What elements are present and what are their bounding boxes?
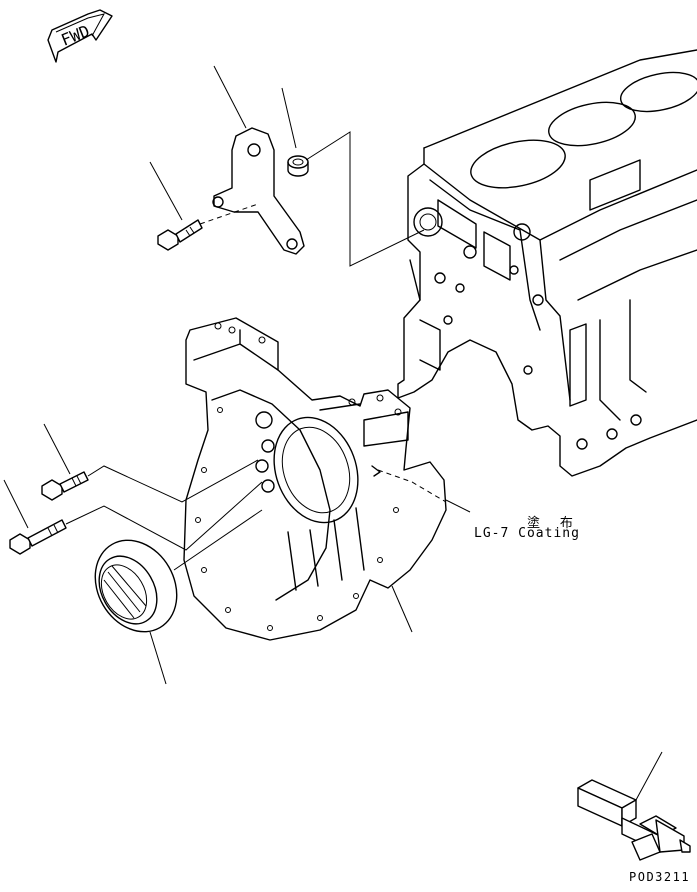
leader-lines-housing: [391, 499, 471, 633]
coating-note-english: LG-7 Coating: [474, 526, 580, 541]
bolt-long-lower: [9, 519, 67, 555]
spacer-collar: [287, 155, 309, 177]
drawing-code: POD3211: [629, 870, 691, 884]
installation-tool: [577, 751, 691, 861]
mounting-bracket: [199, 127, 305, 255]
bolt-short: [157, 219, 203, 251]
engine-block: [397, 49, 697, 477]
oil-seal: [94, 509, 263, 685]
coating-note-japanese: 塗 布: [527, 516, 579, 531]
leader-lines-upper: [149, 65, 425, 267]
flywheel-housing: [183, 317, 447, 641]
bolt-long-upper: [41, 471, 89, 501]
fwd-arrow-icon: FWD: [47, 9, 113, 63]
leader-lines-bolts: [3, 423, 263, 551]
